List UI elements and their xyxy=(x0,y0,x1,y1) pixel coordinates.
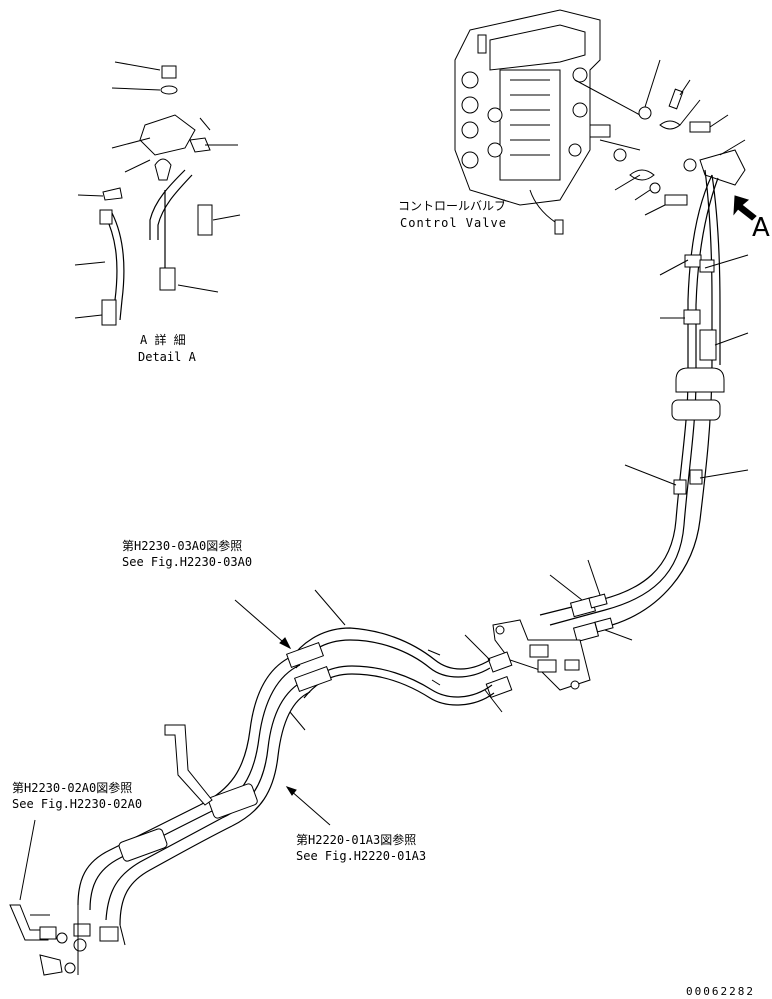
control-valve-label-jp: コントロールバルブ xyxy=(398,199,507,213)
ref-h2230-03a0-jp: 第H2230-03A0図参照 xyxy=(122,539,243,553)
valve-fittings xyxy=(574,59,746,216)
ref-h2230-02a0-jp: 第H2230-02A0図参照 xyxy=(12,781,133,795)
view-a-arrow xyxy=(733,195,757,221)
hose-bundle xyxy=(77,589,495,926)
drawing-number: 00062282 xyxy=(686,985,755,998)
control-valve-illustration xyxy=(454,9,611,235)
control-valve-label-en: Control Valve xyxy=(400,216,507,230)
detail-a-title-jp: A 詳 細 xyxy=(140,333,186,347)
lower-fittings xyxy=(9,819,126,976)
mid-bracket xyxy=(464,619,591,713)
ref-h2220-01a3-jp: 第H2220-01A3図参照 xyxy=(296,833,417,847)
detail-a-title-en: Detail A xyxy=(138,350,196,364)
view-a-label: A xyxy=(752,213,770,243)
ref-h2220-01a3-en: See Fig.H2220-01A3 xyxy=(296,849,427,863)
ref-h2230-03a0-en: See Fig.H2230-03A0 xyxy=(122,555,253,569)
detail-a-illustration xyxy=(74,61,241,326)
pilot-hoses xyxy=(539,169,749,643)
ref-h2230-02a0-en: See Fig.H2230-02A0 xyxy=(12,797,143,811)
